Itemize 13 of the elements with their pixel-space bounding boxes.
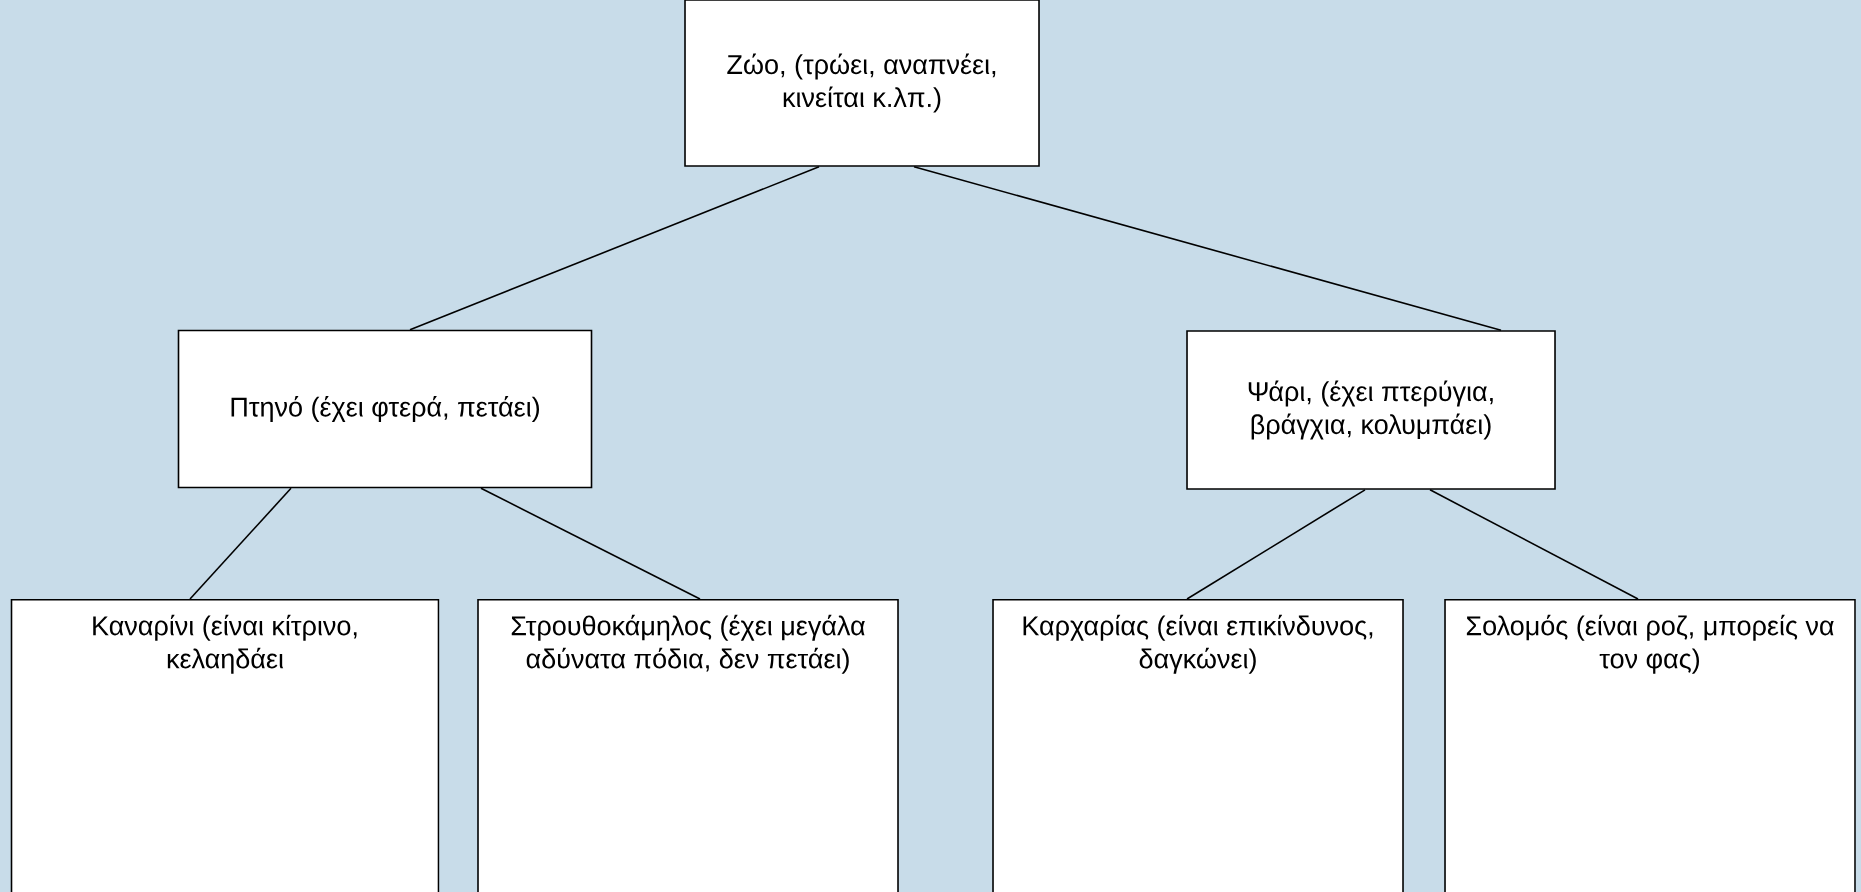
concept-box: Πτηνό (έχει φτερά, πετάει) — [177, 329, 593, 489]
connector-line — [913, 166, 1502, 331]
connector-line — [1186, 489, 1366, 600]
connector-line — [189, 487, 292, 600]
concept-box: Καναρίνι (είναι κίτρινο, κελαηδάει — [10, 599, 440, 892]
concept-box: Σολομός (είναι ροζ, μπορείς να τον φας) — [1444, 599, 1856, 892]
connector-line — [480, 487, 701, 600]
connector-line — [409, 166, 820, 331]
concept-box: Ψάρι, (έχει πτερύγια, βράγχια, κολυμπάει) — [1186, 330, 1556, 490]
concept-box: Στρουθοκάμηλος (έχει μεγάλα αδύνατα πόδια, δεν πετάει) — [477, 599, 899, 892]
concept-box: Καρχαρίας (είναι επικίνδυνος, δαγκώνει) — [992, 599, 1404, 892]
connector-line — [1429, 489, 1639, 600]
concept-box: Ζώο, (τρώει, αναπνέει, κινείται κ.λπ.) — [684, 0, 1040, 167]
